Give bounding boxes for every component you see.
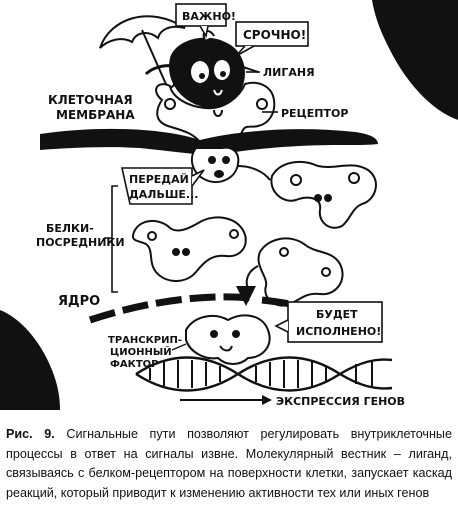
bubble-vazhno: ВАЖНО! [175,3,236,39]
label-expression: ЭКСПРЕССИЯ ГЕНОВ [276,395,405,408]
cell-membrane [40,128,378,155]
bubble-srochno: СРОЧНО! [235,21,309,57]
dna-helix [135,356,393,392]
bracket-mediators [104,185,118,293]
arrow-into-nucleus [236,286,256,306]
transcription-factor-creature [185,314,271,365]
label-tf-line2: ЦИОННЫЙ [110,345,172,358]
label-mediators-line2: ПОСРЕДНИКИ [36,236,125,249]
label-membrane-line2: МЕМБРАНА [56,108,135,122]
bubble-peredai-line2: ДАЛЬШЕ... [129,188,198,201]
corner-shadow-top-right [372,0,458,120]
label-membrane-line1: КЛЕТОЧНАЯ [48,93,133,107]
dna-base-pairs [149,360,373,388]
illustration: ВАЖНО! СРОЧНО! ЛИГАНЯ РЕЦЕПТОР КЛЕТОЧНАЯ… [0,0,458,410]
bubble-budet-line2: ИСПОЛНЕНО! [296,325,381,338]
mediator-protein-2 [132,216,247,282]
mediator-protein-3 [245,237,344,307]
label-tf-line1: ТРАНСКРИП- [108,335,182,346]
label-receptor: РЕЦЕПТОР [281,107,348,120]
bubble-budet: БУДЕТ ИСПОЛНЕНО! [274,301,383,343]
bubble-srochno-text: СРОЧНО! [243,28,306,42]
mediator-protein-1 [270,160,377,229]
label-tf-line3: ФАКТОР [110,359,158,370]
figure-caption: Рис. 9. Сигнальные пути позволяют регули… [6,425,452,503]
caption-label: Рис. 9. [6,427,55,441]
corner-shadow-bottom-left [0,310,60,410]
receptor-creature [155,81,276,153]
label-ligand: ЛИГАНЯ [263,66,315,79]
bubble-peredai: ПЕРЕДАЙ ДАЛЬШЕ... [121,167,205,205]
bubble-vazhno-text: ВАЖНО! [182,10,236,23]
caption-text: Сигнальные пути позволяют регулировать в… [6,427,452,500]
label-mediators-line1: БЕЛКИ- [46,222,94,235]
label-nucleus: ЯДРО [58,294,100,309]
bubble-budet-line1: БУДЕТ [316,308,358,321]
receptor-inner [190,146,271,183]
bubble-peredai-line1: ПЕРЕДАЙ [129,173,189,186]
